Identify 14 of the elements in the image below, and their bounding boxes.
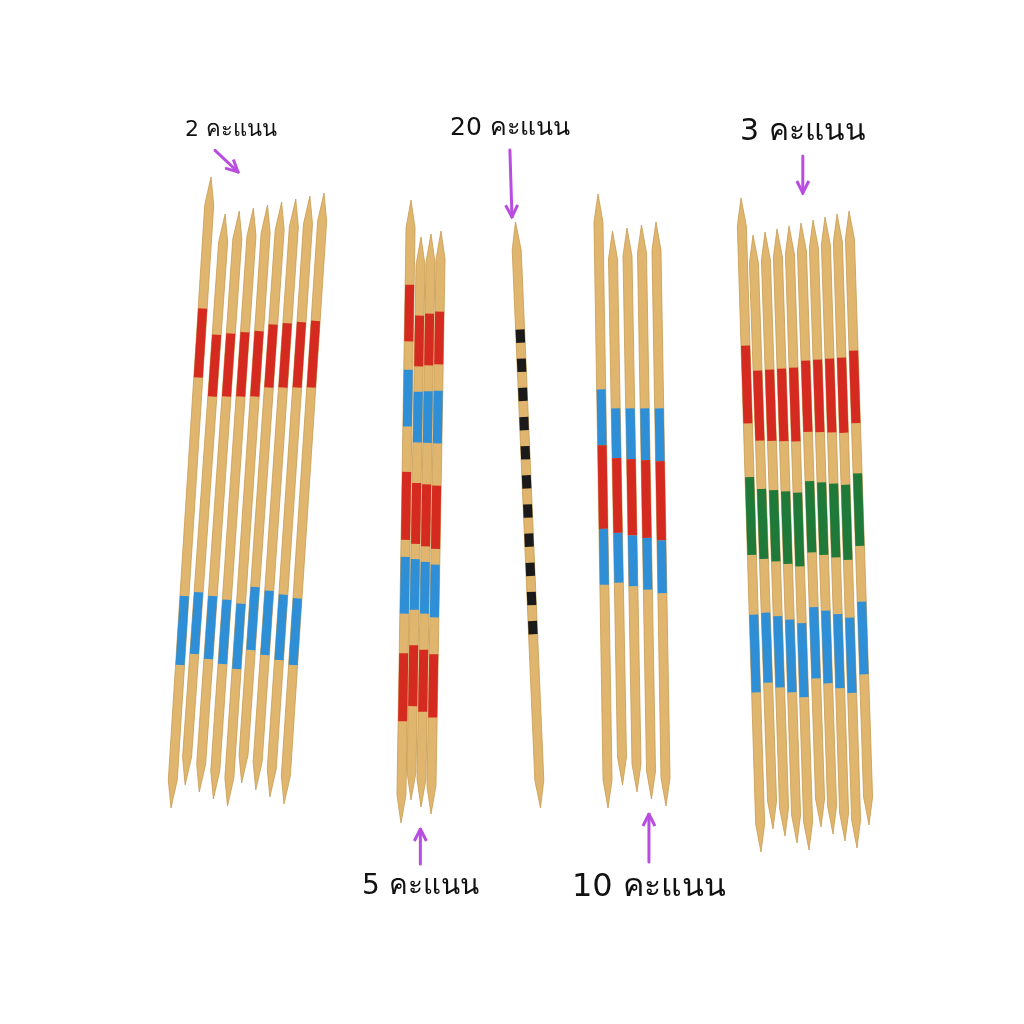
score-label: 2 คะแนน <box>185 116 277 143</box>
leader-arrow <box>412 827 428 866</box>
leader-arrow <box>795 154 811 195</box>
stick-bundle-drawing <box>735 196 875 854</box>
stick-bundle-drawing <box>395 198 447 825</box>
score-label: 20 คะแนน <box>450 112 570 142</box>
leader-arrow <box>504 148 520 219</box>
stick-bundle-drawing <box>592 192 672 810</box>
stick-bundle-drawing <box>165 175 330 810</box>
leader-arrow <box>213 148 240 174</box>
score-label: 5 คะแนน <box>362 868 479 902</box>
score-label: 3 คะแนน <box>740 112 866 148</box>
leader-arrow <box>641 812 657 864</box>
score-label: 10 คะแนน <box>572 866 726 905</box>
